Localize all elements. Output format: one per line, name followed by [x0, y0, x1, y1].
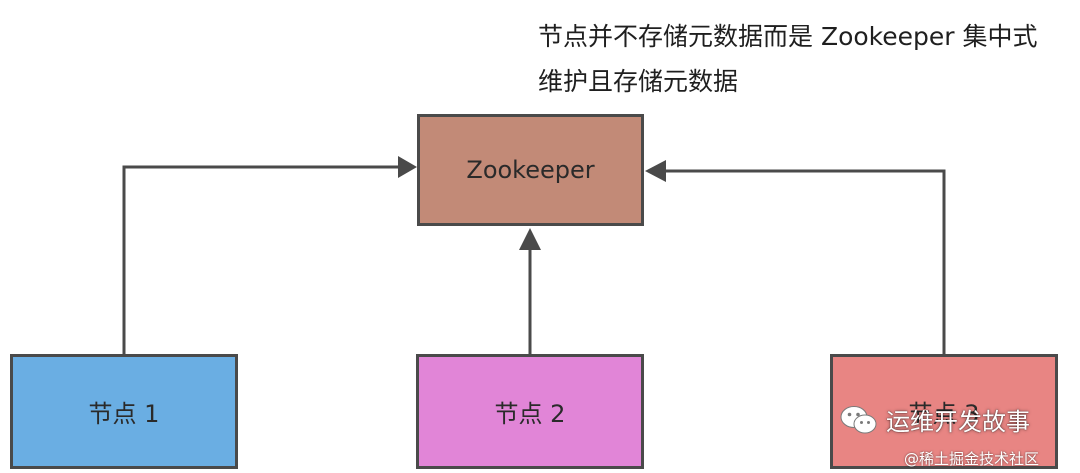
watermark-channel: 运维开发故事	[840, 402, 1030, 437]
node-2-label: 节点 2	[494, 400, 566, 428]
zookeeper-box: Zookeeper	[417, 114, 644, 226]
caption-line-2: 维护且存储元数据	[538, 67, 739, 96]
node-3-label: 节点 3	[908, 400, 980, 428]
zookeeper-label: Zookeeper	[466, 156, 595, 184]
arrow-node1-to-zookeeper	[122, 165, 400, 354]
caption-line-1: 节点并不存储元数据而是 Zookeeper 集中式	[538, 22, 1038, 51]
wechat-icon	[840, 405, 878, 435]
arrowhead-bottom	[519, 228, 541, 250]
arrowhead-left	[398, 156, 417, 178]
diagram-caption: 节点并不存储元数据而是 Zookeeper 集中式 维护且存储元数据	[538, 14, 1078, 104]
node-2-box: 节点 2	[416, 354, 644, 469]
watermark-channel-text: 运维开发故事	[886, 408, 1030, 436]
watermark-source: @稀土掘金技术社区	[904, 450, 1040, 468]
node-3-box: 节点 3	[830, 354, 1058, 469]
arrow-node3-to-zookeeper	[665, 169, 946, 354]
arrowhead-right	[645, 160, 666, 182]
node-1-label: 节点 1	[88, 400, 160, 428]
node-1-box: 节点 1	[10, 354, 238, 469]
